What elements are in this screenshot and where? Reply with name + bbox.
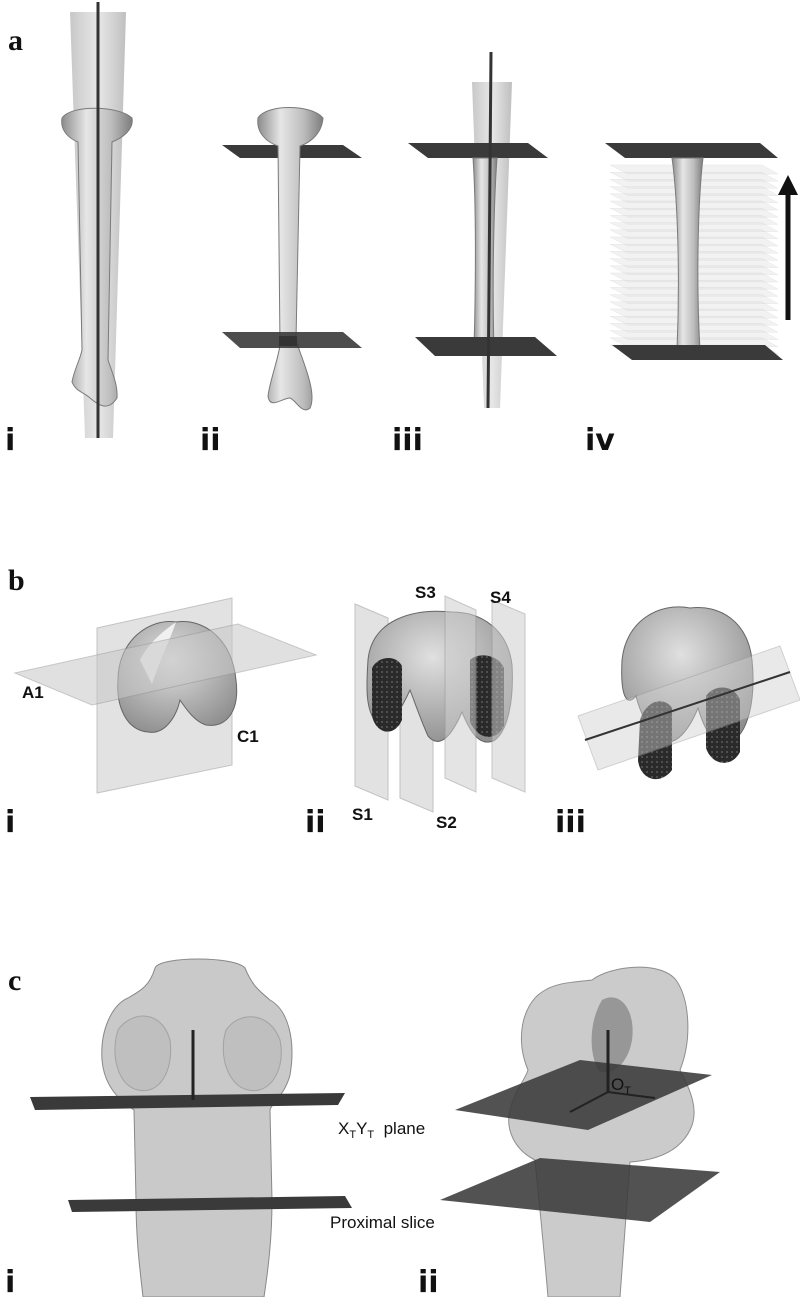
label-S2: S2 [436,813,457,832]
tibia-with-planes-ii [222,107,362,411]
femur-cylinder-iii [577,606,800,780]
label-S1: S1 [352,805,373,824]
knee-front-i [30,958,352,1297]
proximal-slice-label: Proximal slice [330,1213,435,1232]
panel-c: c XTYT plane Proximal slice OT i ii [5,958,720,1297]
sublabel-b-ii: ii [305,805,326,840]
label-A1: A1 [22,683,44,702]
sublabel-b-i: i [5,805,15,840]
shaft-with-cone-iii [408,51,557,409]
sublabel-a-ii: ii [200,423,221,458]
femur-planes-i [13,597,318,794]
panel-b: b A1 C1 S3 S4 S1 S2 [5,564,800,840]
sublabel-c-ii: ii [418,1265,439,1297]
tibia-with-cone-i [61,2,133,438]
panel-letter-b: b [8,564,25,597]
xy-plane-label: XTYT plane [338,1119,425,1141]
knee-oblique-ii [440,966,720,1297]
shaft-with-slices-iv [605,143,798,360]
sublabel-a-iii: iii [392,423,423,458]
panel-letter-c: c [8,964,21,997]
origin-label: OT [611,1075,631,1097]
sublabel-b-iii: iii [555,805,586,840]
label-C1: C1 [237,727,259,746]
panel-a: a i [5,2,798,458]
label-S4: S4 [490,588,511,607]
up-arrow-icon [778,175,798,195]
panel-letter-a: a [8,24,23,57]
label-S3: S3 [415,583,436,602]
femur-sagittal-slices-ii [354,595,526,813]
sublabel-a-i: i [5,423,15,458]
sublabel-a-iv: iv [585,423,615,458]
sublabel-c-i: i [5,1265,15,1297]
